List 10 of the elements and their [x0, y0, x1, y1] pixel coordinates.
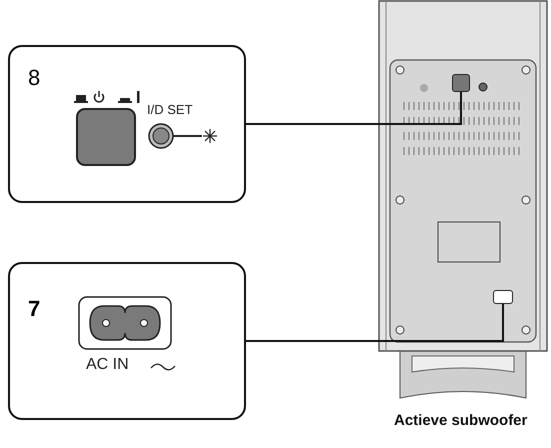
callout-number: 8: [28, 65, 40, 91]
callout-box: [8, 262, 246, 420]
leader-line: [246, 92, 462, 125]
socket-label: AC IN: [86, 356, 129, 374]
callout-number: 7: [28, 296, 40, 322]
callout-box: [8, 45, 246, 203]
button-label: I/D SET: [147, 102, 193, 117]
leader-line: [246, 304, 504, 342]
power-socket: [493, 290, 513, 304]
power-switch: [452, 74, 470, 92]
